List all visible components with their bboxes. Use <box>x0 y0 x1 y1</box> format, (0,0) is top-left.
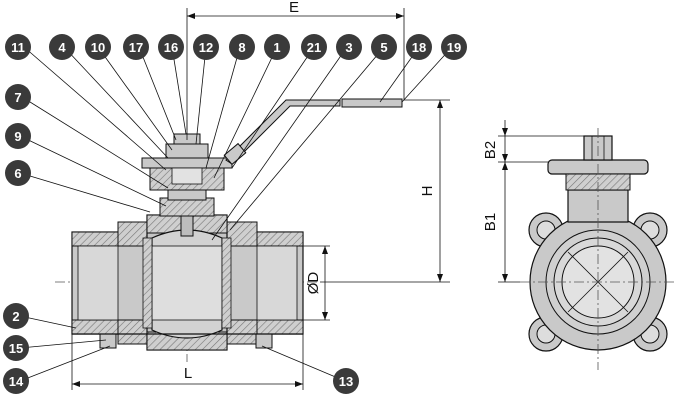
seat-right <box>221 237 232 329</box>
callouts: 11 4 10 17 16 12 8 1 21 3 5 18 19 7 9 6 … <box>3 34 467 394</box>
dim-d-label: ØD <box>305 272 322 295</box>
dimension-l <box>71 334 304 390</box>
section-view: E H ØD L <box>55 0 450 390</box>
svg-text:12: 12 <box>199 40 213 55</box>
dim-l-label: L <box>184 365 192 382</box>
callout-1: 1 <box>264 34 290 60</box>
svg-text:1: 1 <box>273 40 280 55</box>
callout-9: 9 <box>5 123 31 149</box>
left-end-cap <box>71 221 149 345</box>
dim-b2-label: B2 <box>482 141 499 159</box>
right-end-cap <box>226 221 304 345</box>
svg-text:18: 18 <box>412 40 426 55</box>
end-view <box>498 120 676 370</box>
dimension-d <box>303 245 330 321</box>
dimension-h <box>320 99 450 283</box>
svg-text:13: 13 <box>339 374 353 389</box>
callout-7: 7 <box>5 84 31 110</box>
callout-4: 4 <box>49 34 75 60</box>
callout-14: 14 <box>3 368 29 394</box>
dimension-e <box>186 8 405 140</box>
callout-11: 11 <box>5 34 31 60</box>
callout-2: 2 <box>3 303 29 329</box>
callout-17: 17 <box>123 34 149 60</box>
svg-text:14: 14 <box>9 374 24 389</box>
handle <box>223 98 403 166</box>
stem <box>159 179 215 237</box>
callout-18: 18 <box>406 34 432 60</box>
callout-8: 8 <box>229 34 255 60</box>
callout-12: 12 <box>193 34 219 60</box>
svg-text:16: 16 <box>164 40 178 55</box>
svg-text:9: 9 <box>14 129 21 144</box>
callout-6: 6 <box>5 160 31 186</box>
callout-16: 16 <box>158 34 184 60</box>
callout-21: 21 <box>301 34 327 60</box>
callout-19: 19 <box>441 34 467 60</box>
svg-text:11: 11 <box>11 40 25 55</box>
bolt-nut-right <box>255 333 273 349</box>
seat-left <box>142 237 153 329</box>
ball <box>151 229 223 339</box>
svg-text:4: 4 <box>58 40 66 55</box>
svg-text:19: 19 <box>447 40 461 55</box>
svg-text:3: 3 <box>345 40 352 55</box>
svg-text:2: 2 <box>12 309 19 324</box>
svg-text:10: 10 <box>91 40 105 55</box>
svg-text:5: 5 <box>380 40 387 55</box>
svg-text:7: 7 <box>14 90 21 105</box>
callout-13: 13 <box>333 368 359 394</box>
top-assembly <box>141 133 233 191</box>
dim-h-label: H <box>419 186 436 197</box>
bolt-nut-left <box>99 333 117 349</box>
callout-10: 10 <box>85 34 111 60</box>
callout-leaders <box>19 46 453 382</box>
dim-e-label: E <box>289 0 299 16</box>
callout-5: 5 <box>371 34 397 60</box>
callout-3: 3 <box>336 34 362 60</box>
svg-text:21: 21 <box>307 40 321 55</box>
svg-text:17: 17 <box>129 40 143 55</box>
svg-text:15: 15 <box>9 341 23 356</box>
callout-15: 15 <box>3 335 29 361</box>
svg-text:8: 8 <box>238 40 245 55</box>
dim-b1-label: B1 <box>482 213 499 231</box>
svg-text:6: 6 <box>14 166 21 181</box>
